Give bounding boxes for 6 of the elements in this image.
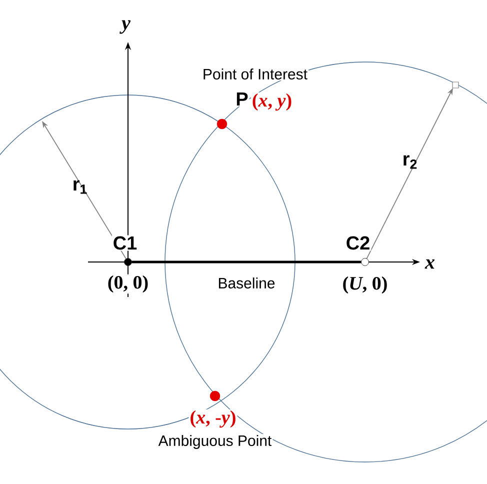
radius-label: r$_{1}$ <box>74 180 87 194</box>
edge-label: Baseline <box>218 277 275 288</box>
radius-label: r$_{2}$ <box>404 155 417 169</box>
baseline <box>132 260 362 264</box>
axis-label: x <box>424 259 434 269</box>
axis-label: y <box>120 20 130 34</box>
